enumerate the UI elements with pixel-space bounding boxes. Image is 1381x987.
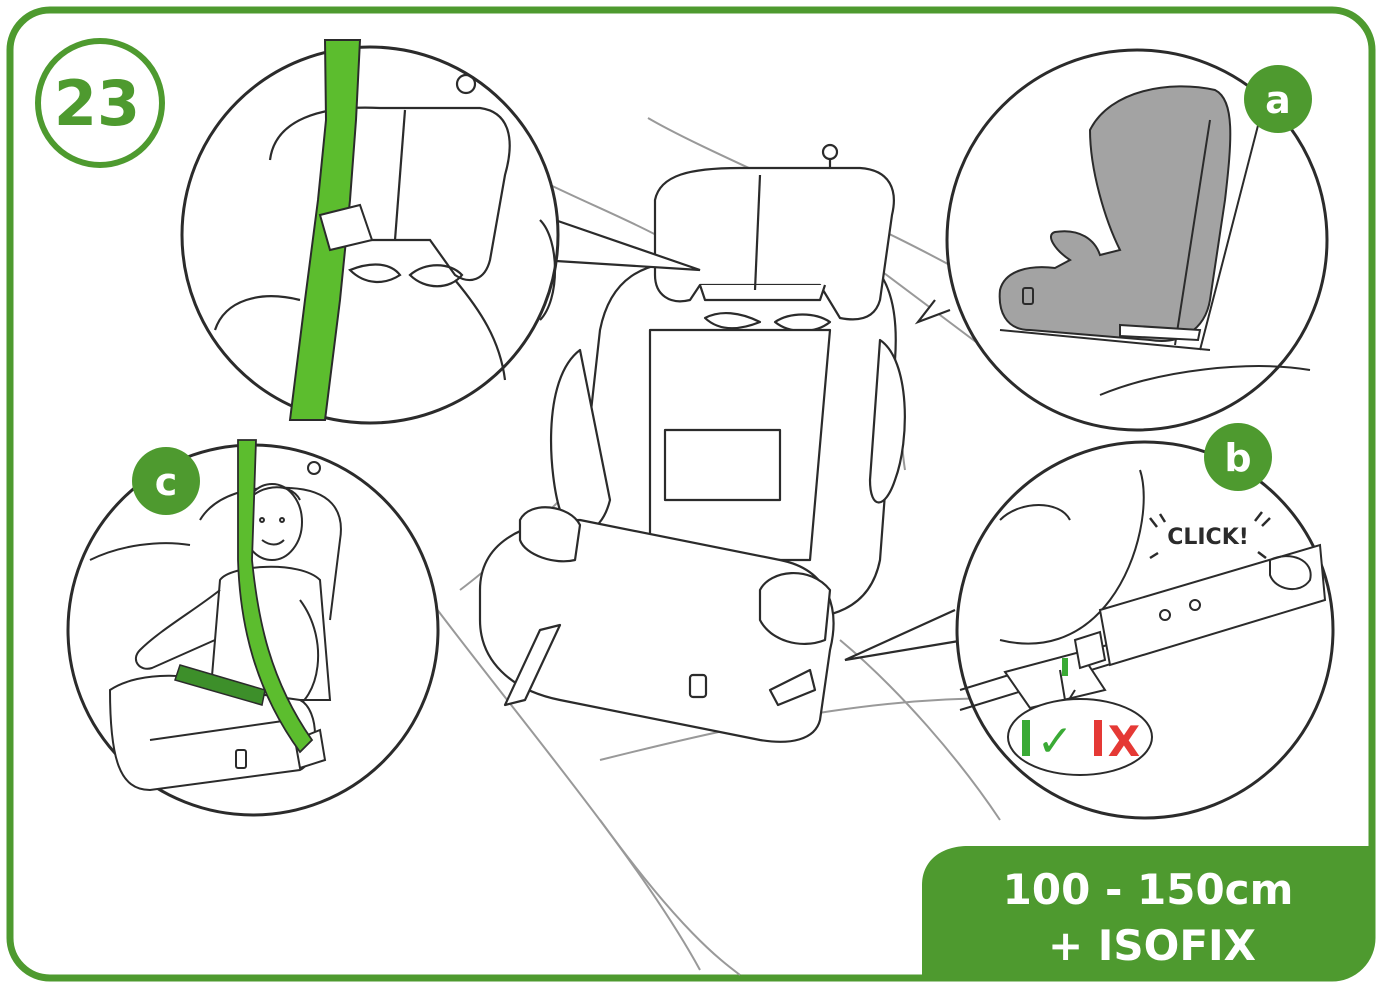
label-a: a [1265,78,1291,122]
label-c: c [155,460,178,504]
indicator-bubble [1007,698,1153,776]
detail-child-seated [66,439,440,817]
badge-c: c [132,447,200,515]
step-badge: 23 [35,38,165,168]
indicator-marks: ✓ X [1022,716,1140,767]
footer-isofix: + ISOFIX [1048,921,1256,970]
fail-x: X [1108,717,1140,766]
badge-b: b [1204,423,1272,491]
detail-side-view [945,48,1329,432]
indicator-bubble-tail [1069,689,1076,699]
detail-isofix-click [955,440,1335,820]
label-b: b [1224,436,1251,480]
badge-a: a [1244,65,1312,133]
fail-bar [1094,720,1102,756]
callout-pointers [539,218,966,662]
seat-side-silhouette [998,85,1232,342]
step-number: 23 [54,67,140,140]
footer-height-range: 100 - 150cm [1003,865,1294,914]
footer-panel: 100 - 150cm + ISOFIX [922,846,1372,978]
child-lap-belt [174,664,266,706]
detail-headrest-belt [180,39,560,425]
booster-seat-drawing [478,143,906,743]
ok-bar [1022,720,1030,756]
click-text: CLICK! [1167,525,1249,550]
child-shoulder-belt [237,439,314,754]
ok-check: ✓ [1037,716,1074,767]
indicator-green-window [1062,658,1068,676]
click-callout: CLICK! [1149,511,1271,560]
